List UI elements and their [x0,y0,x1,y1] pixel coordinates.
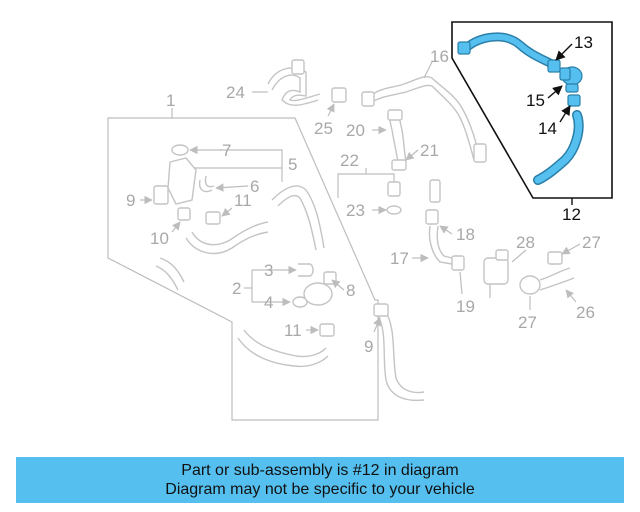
leader-27a [561,243,581,255]
highlighted-connector-15 [559,66,583,93]
label-9b: 9 [364,337,373,356]
pump-8 [303,271,337,306]
leader-16 [423,61,433,79]
leader-10 [171,221,181,233]
label-11a: 11 [234,191,252,210]
clamp-11a [205,211,221,225]
leader-14 [559,105,571,123]
banner-line-2: Diagram may not be specific to your vehi… [165,481,475,498]
hose-17 [428,225,465,271]
sensor-10 [177,207,191,221]
banner-line-1: Part or sub-assembly is #12 in diagram [181,462,459,479]
parts-diagram: 1 2 3 4 5 6 7 8 9 9 10 11 11 12 13 14 15… [107,21,613,421]
hose-9b [373,303,425,402]
label-5: 5 [288,155,297,174]
label-10: 10 [150,229,169,248]
clip-6 [198,175,215,193]
label-19: 19 [456,297,475,316]
hose-20-21 [387,109,407,171]
highlighted-hose-upper [457,32,557,69]
fitting-18 [425,179,441,225]
leader-6 [215,183,249,192]
label-12: 12 [562,205,581,224]
hose-lower-left [237,329,329,368]
label-27a: 27 [582,233,601,252]
label-1: 1 [166,91,175,110]
label-9a: 9 [126,191,135,210]
label-2: 2 [232,279,241,298]
label-18: 18 [456,225,475,244]
pipe-16 [361,75,487,163]
highlighted-clamp-14 [567,94,581,107]
fitting-22 [387,181,401,197]
o-ring-4 [292,296,308,308]
label-15: 15 [526,91,545,110]
label-4: 4 [264,293,273,312]
label-13: 13 [574,33,593,52]
highlighted-hose-lower [533,110,584,185]
label-25: 25 [314,119,333,138]
hose-26 [519,251,575,295]
label-6: 6 [250,177,259,196]
clamp-25 [331,87,347,103]
label-14: 14 [538,119,557,138]
hose-24 [267,59,321,106]
leader-19 [459,271,463,295]
leader-11a [221,207,233,217]
connector-7 [171,144,189,156]
leader-26 [565,289,577,303]
leader-28 [511,249,527,263]
label-16: 16 [430,47,449,66]
label-20: 20 [346,121,365,140]
leader-13 [555,43,573,61]
leader-21 [405,149,419,161]
highlighted-clamp-13 [547,59,561,73]
clip-3 [298,263,314,277]
leader-8 [331,279,345,291]
label-23: 23 [346,201,365,220]
housing-5 [167,157,197,205]
o-ring-23 [386,205,402,215]
label-27b: 27 [518,313,537,332]
bracket-22 [337,173,395,198]
leader-9b [373,317,381,333]
clamp-11b [319,323,335,337]
label-8: 8 [346,281,355,300]
info-banner: Part or sub-assembly is #12 in diagram D… [16,457,624,503]
label-21: 21 [420,141,439,160]
leader-25 [326,103,335,117]
leader-15 [547,85,563,99]
label-22: 22 [340,151,359,170]
label-7: 7 [222,141,231,160]
label-11b: 11 [284,321,302,340]
assembly-1-outline [107,117,379,421]
thermostat-28 [483,249,509,298]
label-24: 24 [226,83,245,102]
flange-9a [153,185,169,205]
label-28: 28 [516,233,535,252]
label-26: 26 [576,303,595,322]
leader-18 [439,225,453,235]
bracket-5 [220,149,283,182]
hose-bundle-1 [155,185,325,291]
label-17: 17 [390,249,409,268]
label-3: 3 [264,261,273,280]
